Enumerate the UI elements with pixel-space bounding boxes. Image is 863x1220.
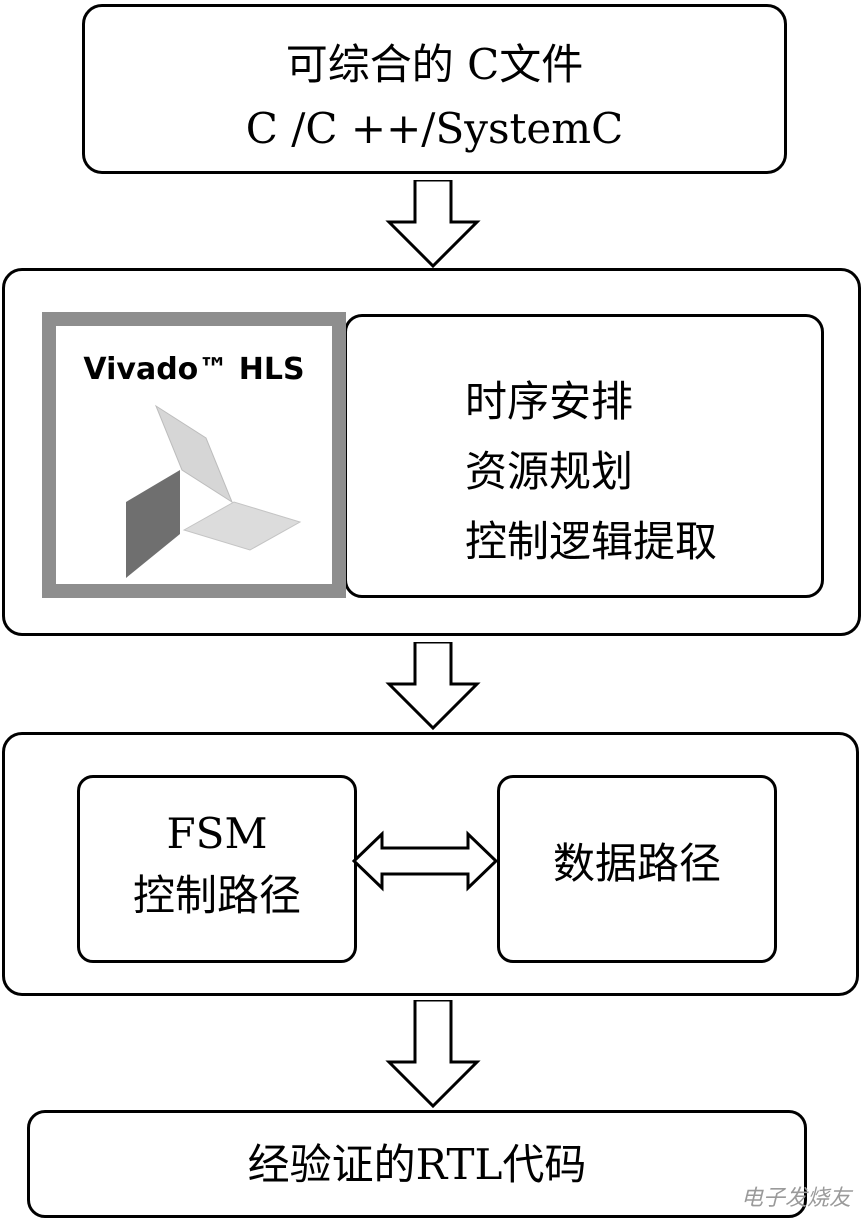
vivado-hls-logo: Vivado™ HLS bbox=[42, 312, 346, 598]
down-arrow-3 bbox=[385, 1000, 481, 1109]
datapath-label: 数据路径 bbox=[552, 839, 721, 888]
datapath-box: 数据路径 bbox=[497, 775, 777, 963]
logo-emblem-icon bbox=[126, 404, 302, 578]
control-path-label: 控制路径 bbox=[132, 871, 301, 920]
bidirectional-arrow bbox=[352, 830, 498, 892]
task-control-extraction: 控制逻辑提取 bbox=[465, 517, 718, 566]
task-resource-planning: 资源规划 bbox=[465, 447, 634, 496]
hls-tasks-box: 时序安排 资源规划 控制逻辑提取 bbox=[344, 314, 824, 598]
logo-title: Vivado™ HLS bbox=[83, 352, 305, 387]
fsm-label: FSM bbox=[166, 809, 268, 858]
source-file-box: 可综合的 C文件 C /C ++/SystemC bbox=[82, 4, 787, 174]
watermark-logo: 电子发烧友 bbox=[740, 1186, 851, 1211]
task-scheduling: 时序安排 bbox=[465, 377, 634, 426]
source-file-title: 可综合的 C文件 bbox=[285, 40, 584, 89]
hls-task-list: 时序安排 资源规划 控制逻辑提取 bbox=[465, 367, 717, 577]
fsm-control-path-box: FSM 控制路径 bbox=[77, 775, 357, 963]
down-arrow-1 bbox=[385, 180, 481, 269]
down-arrow-2 bbox=[385, 642, 481, 731]
verified-rtl-box: 经验证的RTL代码 bbox=[27, 1110, 807, 1218]
verified-rtl-label: 经验证的RTL代码 bbox=[247, 1140, 587, 1189]
source-file-languages: C /C ++/SystemC bbox=[245, 104, 624, 153]
